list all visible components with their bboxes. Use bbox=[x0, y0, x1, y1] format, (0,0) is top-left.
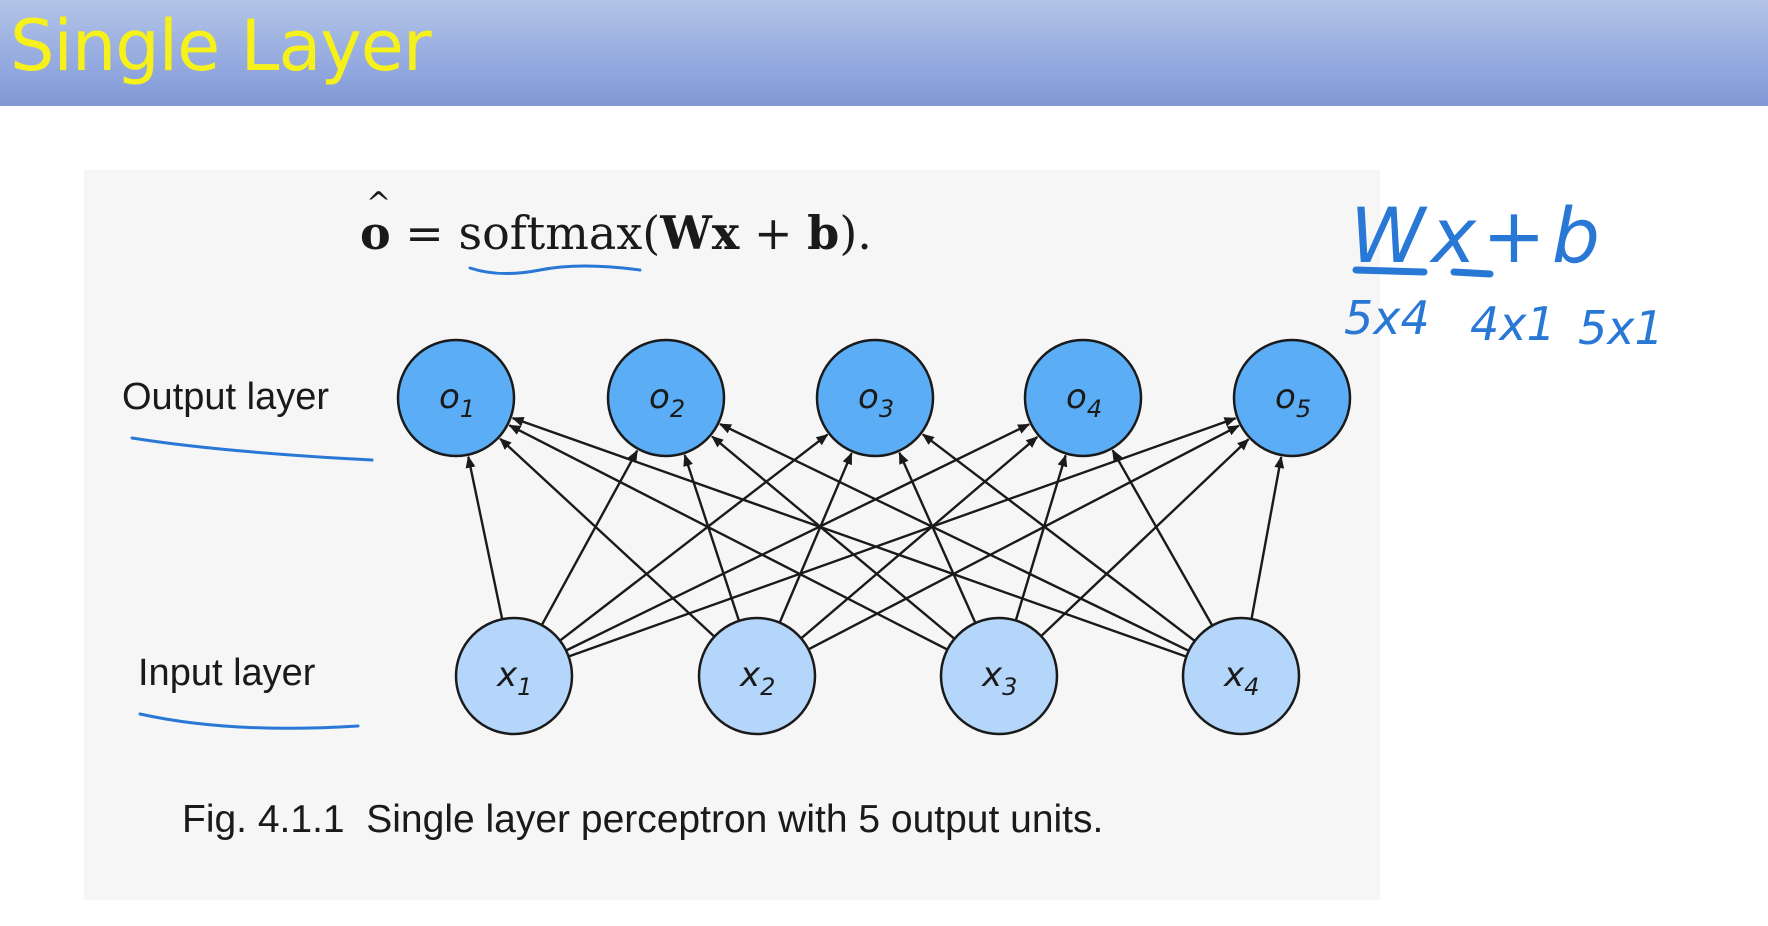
output-layer-label: Output layer bbox=[122, 376, 329, 418]
annotation-shape-b: 5x1 bbox=[1578, 301, 1664, 355]
formula-softmax: softmax( bbox=[458, 206, 661, 260]
output-node-5-index: 5 bbox=[1296, 395, 1311, 423]
input-node-4-letter: x bbox=[1223, 655, 1245, 695]
output-node-4-letter: o bbox=[1066, 377, 1087, 417]
edge-x3-o5 bbox=[1040, 438, 1250, 637]
output-node-4 bbox=[1023, 338, 1143, 458]
formula-output-hat: o bbox=[360, 186, 391, 260]
output-node-4-label: o4 bbox=[1066, 377, 1102, 423]
handwritten-annotation: Wx+b 5x4 4x1 5x1 bbox=[1344, 191, 1664, 355]
annotation-underline-w bbox=[1352, 266, 1428, 276]
input-node-1-letter: x bbox=[496, 655, 518, 695]
annotation-expression: Wx+b bbox=[1350, 191, 1606, 280]
input-node-4-index: 4 bbox=[1244, 673, 1259, 701]
output-node-1 bbox=[396, 338, 516, 458]
formula-weight: W bbox=[660, 206, 712, 260]
input-node-2-letter: x bbox=[739, 655, 761, 695]
edge-x2-o1 bbox=[499, 437, 716, 638]
input-node-3-letter: x bbox=[981, 655, 1003, 695]
slide-title: Single Layer bbox=[10, 5, 432, 87]
output-node-5 bbox=[1232, 338, 1352, 458]
output-node-3-label: o3 bbox=[858, 377, 894, 423]
output-node-3 bbox=[815, 338, 935, 458]
annotation-shape-w: 5x4 bbox=[1344, 291, 1430, 345]
output-node-4-index: 4 bbox=[1087, 395, 1102, 423]
annotation-shape-x: 4x1 bbox=[1470, 297, 1556, 351]
input-node-2-index: 2 bbox=[760, 673, 775, 701]
edge-x2-o5 bbox=[807, 424, 1240, 651]
softmax-formula: o = softmax(Wx + b). bbox=[360, 186, 872, 260]
output-node-1-label: o1 bbox=[439, 377, 475, 423]
output-node-3-letter: o bbox=[858, 377, 879, 417]
edge-x2-o4 bbox=[800, 435, 1039, 640]
output-node-2-letter: o bbox=[649, 377, 670, 417]
edge-x1-o4 bbox=[565, 423, 1030, 652]
edge-x4-o4 bbox=[1111, 449, 1214, 627]
annotation-underline-x bbox=[1450, 268, 1494, 278]
edge-x1-o5 bbox=[568, 417, 1237, 658]
formula-input: x bbox=[711, 206, 740, 260]
output-node-2-index: 2 bbox=[670, 395, 685, 423]
title-bar: Single Layer bbox=[0, 0, 1768, 106]
edge-x4-o3 bbox=[922, 433, 1196, 642]
output-node-1-index: 1 bbox=[460, 395, 475, 423]
input-node-3-index: 3 bbox=[1002, 673, 1017, 701]
input-node-2 bbox=[697, 616, 817, 736]
input-layer-label: Input layer bbox=[138, 652, 316, 694]
output-node-2 bbox=[606, 338, 726, 458]
input-node-1 bbox=[454, 616, 574, 736]
formula-bias: b bbox=[807, 206, 840, 260]
edge-x1-o1 bbox=[465, 455, 504, 620]
edge-x4-o2 bbox=[719, 423, 1190, 652]
figure-caption: Fig. 4.1.1 Single layer perceptron with … bbox=[182, 798, 1104, 841]
output-node-1-letter: o bbox=[439, 377, 460, 417]
output-node-5-label: o5 bbox=[1275, 377, 1311, 423]
connection-edges bbox=[465, 416, 1285, 658]
input-node-2-label: x2 bbox=[739, 655, 775, 701]
edge-x1-o3 bbox=[559, 433, 829, 642]
edge-x3-o4 bbox=[1014, 454, 1068, 621]
input-node-4-label: x4 bbox=[1223, 655, 1259, 701]
figure-panel bbox=[84, 170, 1380, 900]
input-node-3-label: x3 bbox=[981, 655, 1017, 701]
formula-plus: + bbox=[739, 206, 808, 260]
edge-x4-o5 bbox=[1250, 456, 1285, 620]
input-node-3 bbox=[939, 616, 1059, 736]
edge-x2-o3 bbox=[778, 452, 853, 624]
underline-softmax-ink bbox=[468, 264, 642, 276]
edge-x3-o3 bbox=[898, 451, 977, 624]
edge-x3-o1 bbox=[508, 424, 948, 651]
edge-x1-o2 bbox=[540, 449, 639, 626]
output-node-2-label: o2 bbox=[649, 377, 685, 423]
underline-input-layer-ink bbox=[138, 712, 360, 730]
formula-close: ). bbox=[839, 206, 872, 260]
edge-x4-o1 bbox=[511, 416, 1187, 658]
input-node-1-label: x1 bbox=[496, 655, 532, 701]
formula-equals: = bbox=[390, 206, 459, 260]
output-node-5-letter: o bbox=[1275, 377, 1296, 417]
input-node-4 bbox=[1181, 616, 1301, 736]
edge-x3-o2 bbox=[711, 435, 956, 640]
underline-output-layer-ink bbox=[130, 436, 374, 462]
output-node-3-index: 3 bbox=[879, 395, 894, 423]
input-node-1-index: 1 bbox=[517, 673, 532, 701]
